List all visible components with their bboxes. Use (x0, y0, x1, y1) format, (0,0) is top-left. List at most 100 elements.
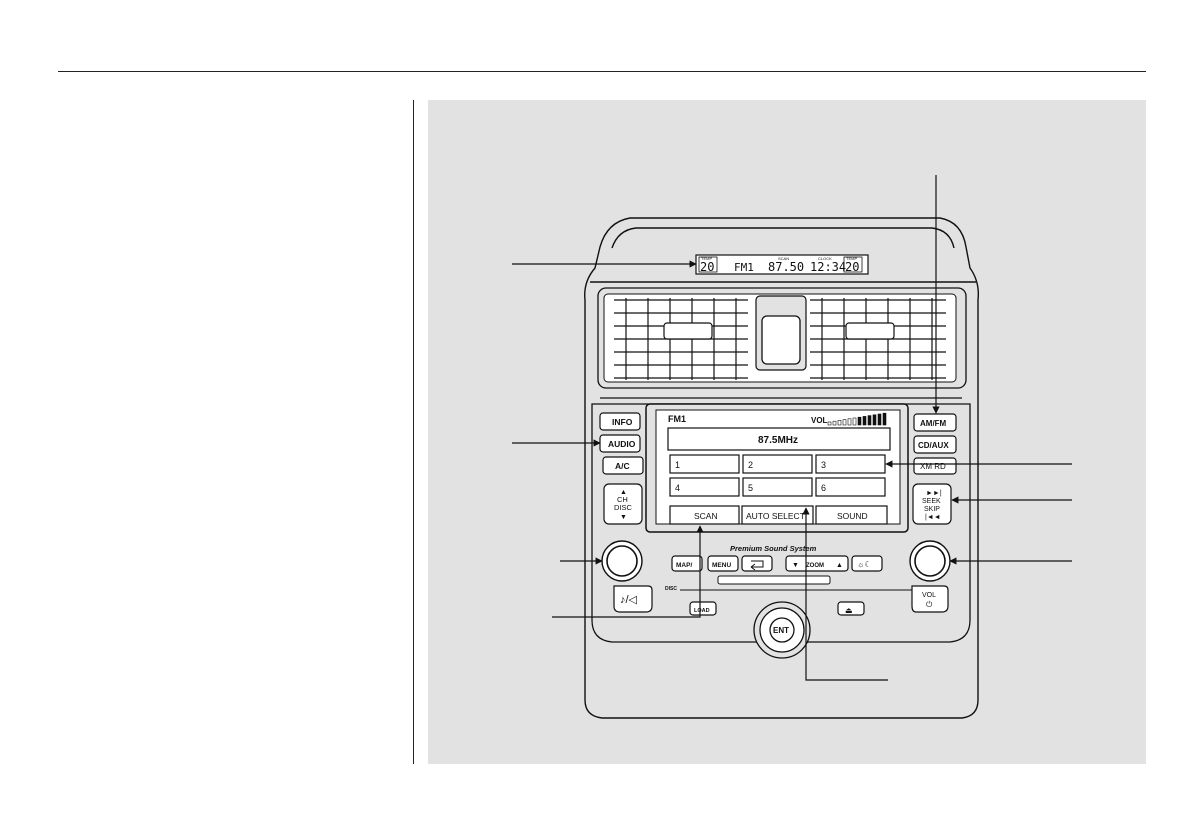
screen-vol-label: VOL (811, 416, 828, 425)
preset-button-5[interactable] (742, 477, 813, 497)
brand-text: Premium Sound System (730, 544, 817, 553)
back-button[interactable] (741, 555, 773, 572)
cd-logo: DISC (665, 586, 677, 592)
vent-tab-right[interactable] (845, 322, 895, 340)
top-temp-right: 20 (845, 260, 859, 274)
top-temp-label-right: TEMP (846, 256, 857, 261)
mute-label: ♪/◁ (620, 594, 638, 606)
auto-select-button[interactable] (741, 505, 814, 525)
volume-bar (867, 415, 872, 426)
xm-button[interactable] (913, 457, 957, 475)
zoom-in-icon: ▲ (836, 562, 843, 569)
top-scan-tag: SCAN (778, 256, 789, 261)
screen-band: FM1 (668, 414, 686, 424)
mute-button[interactable] (613, 585, 653, 613)
ch-up-arrow: ▲ (620, 489, 627, 496)
volume-bar (842, 419, 847, 426)
top-clock-tag: CLOCK (818, 256, 832, 261)
zoom-button[interactable] (785, 555, 849, 572)
auto-select-label: AUTO SELECT (746, 511, 805, 521)
vent-tab-left[interactable] (663, 322, 713, 340)
info-label: INFO (612, 417, 633, 427)
ac-label: A/C (615, 461, 630, 471)
load-button[interactable] (689, 601, 717, 616)
vol-power-button[interactable] (911, 585, 949, 613)
enter-button[interactable] (769, 617, 795, 643)
volume-bar (827, 421, 832, 426)
disc-slot (717, 575, 831, 585)
volume-bar (837, 420, 842, 426)
top-display: TEMP 20 FM1 SCAN 87.50 CLOCK 12:34 TEMP … (695, 254, 869, 275)
preset-label-5: 5 (748, 483, 753, 493)
seek-forward-icon: ►►| (926, 490, 942, 497)
volume-bar (862, 416, 867, 426)
preset-label-2: 2 (748, 460, 753, 470)
return-arrow-icon (750, 560, 764, 571)
volume-bar (877, 413, 882, 426)
ac-button[interactable] (602, 456, 644, 475)
callout-scan (552, 525, 704, 618)
callout-lines (512, 175, 1072, 681)
scan-label: SCAN (694, 511, 718, 521)
eject-icon: ⏏ (845, 606, 853, 615)
volume-bar (872, 414, 877, 426)
disc-down-arrow: ▼ (620, 514, 627, 521)
volume-bar (852, 417, 857, 426)
preset-button-1[interactable] (669, 454, 740, 474)
top-temp-label-left: TEMP (701, 256, 712, 261)
volume-bar (847, 418, 852, 426)
volume-bar (832, 420, 837, 426)
audio-label: AUDIO (608, 439, 636, 449)
preset-button-2[interactable] (742, 454, 813, 474)
cd-aux-button[interactable] (913, 435, 957, 454)
map-button[interactable] (671, 555, 703, 572)
top-temp-left: 20 (700, 260, 714, 274)
sun-moon-icon: ☼☾ (857, 560, 872, 569)
menu-button[interactable] (707, 555, 739, 572)
map-label: MAP/ (676, 562, 692, 569)
right-button-column: AM/FM CD/AUX XM RD ►►| SEEK SKIP |◄◄ (912, 413, 957, 525)
header-rule (58, 71, 1146, 72)
right-knob[interactable] (909, 540, 951, 582)
hazard-button[interactable] (761, 315, 801, 365)
zoom-label: ZOOM (806, 563, 824, 569)
am-fm-button[interactable] (913, 413, 957, 432)
cd-aux-label: CD/AUX (918, 441, 949, 450)
volume-bar (882, 412, 887, 426)
preset-button-3[interactable] (815, 454, 886, 474)
sound-label: SOUND (837, 511, 868, 521)
top-band: FM1 (734, 261, 754, 274)
load-label: LOAD (694, 608, 710, 614)
zoom-out-icon: ▼ (792, 562, 799, 569)
preset-label-4: 4 (675, 483, 680, 493)
info-button[interactable] (599, 412, 641, 431)
day-night-button[interactable] (851, 555, 883, 572)
screen-frequency: 87.5MHz (758, 435, 798, 446)
preset-label-6: 6 (821, 483, 826, 493)
menu-label: MENU (712, 562, 731, 569)
preset-button-4[interactable] (669, 477, 740, 497)
eject-button[interactable] (837, 601, 865, 616)
preset-label-1: 1 (675, 460, 680, 470)
left-knob[interactable] (601, 540, 643, 582)
seek-skip-button[interactable] (912, 483, 952, 525)
top-clock: 12:34 (810, 260, 846, 274)
scan-button[interactable] (669, 505, 740, 525)
preset-button-6[interactable] (815, 477, 886, 497)
frequency-field (667, 427, 891, 451)
ch-label: CH (617, 495, 628, 504)
seek-back-icon: |◄◄ (925, 514, 941, 521)
sound-button[interactable] (815, 505, 888, 525)
top-freq: 87.50 (768, 260, 804, 274)
power-icon: ⏻ (926, 600, 933, 609)
enter-label: ENT (773, 626, 789, 635)
preset-label-3: 3 (821, 460, 826, 470)
ch-disc-button[interactable] (603, 483, 643, 525)
vol-label: VOL (922, 592, 936, 599)
left-button-column: INFO AUDIO A/C ▲ CH DISC ▼ (599, 412, 644, 525)
vent-housing (597, 287, 967, 389)
xm-label: XM RD (920, 462, 946, 471)
am-fm-label: AM/FM (920, 419, 947, 428)
